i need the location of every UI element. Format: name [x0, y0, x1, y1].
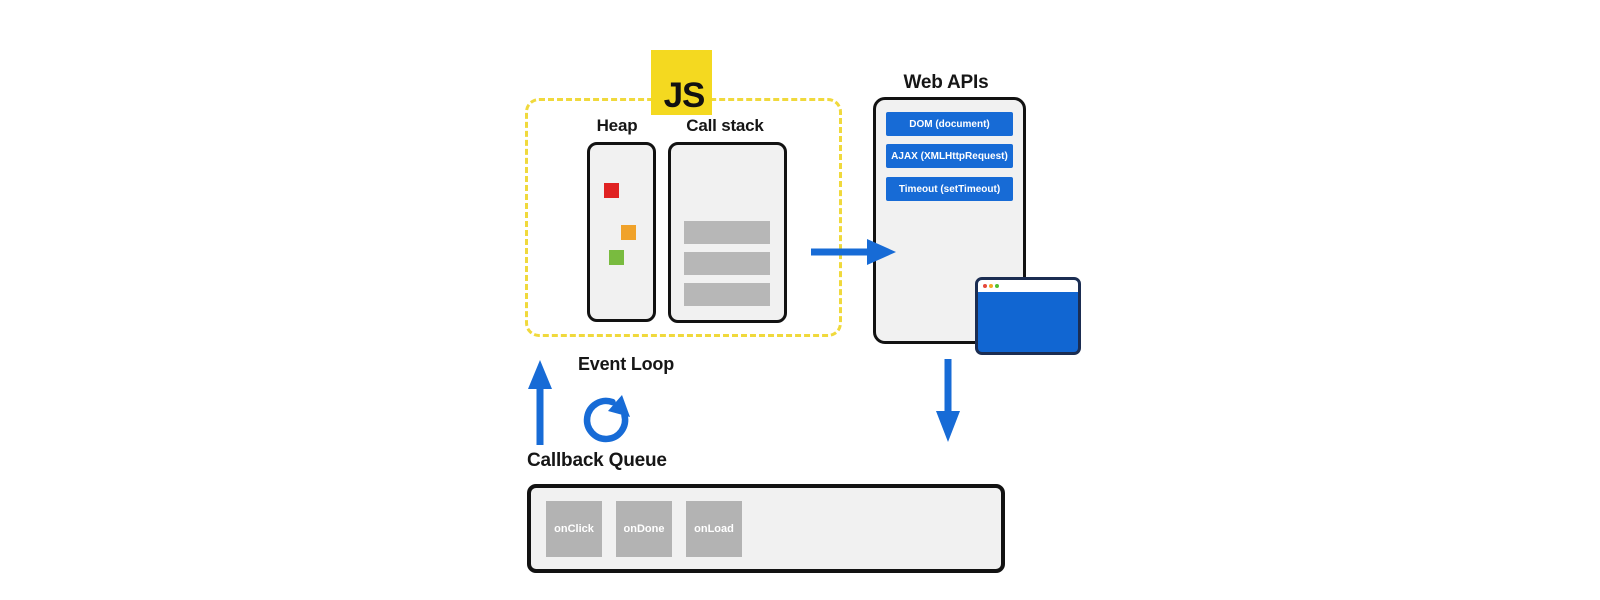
callback-queue-label: Callback Queue: [527, 450, 667, 471]
stack-frame: [684, 252, 770, 275]
web-api-item-label: DOM (document): [909, 118, 990, 130]
window-maximize-dot-icon: [995, 284, 999, 288]
heap-object-green: [609, 250, 624, 265]
window-minimize-dot-icon: [989, 284, 993, 288]
web-api-item-label: Timeout (setTimeout): [898, 183, 1001, 195]
callback-queue-box: onClick onDone onLoad: [527, 484, 1005, 573]
web-api-item: AJAX (XMLHttpRequest): [886, 144, 1013, 168]
js-logo: JS: [651, 50, 712, 115]
js-logo-text: JS: [663, 75, 706, 115]
heap-object-orange: [621, 225, 636, 240]
window-controls-icon: [978, 280, 1078, 292]
web-api-item: DOM (document): [886, 112, 1013, 136]
arrow-up-icon: [528, 360, 552, 445]
web-api-item-label: AJAX (XMLHttpRequest): [891, 150, 1008, 162]
callback-queue-item-label: onLoad: [694, 523, 734, 535]
web-api-item: Timeout (setTimeout): [886, 177, 1013, 201]
call-stack-label: Call stack: [686, 116, 764, 135]
window-close-dot-icon: [983, 284, 987, 288]
stack-frame: [684, 283, 770, 306]
callback-queue-item: onLoad: [686, 501, 742, 557]
heap-object-red: [604, 183, 619, 198]
event-loop-label: Event Loop: [578, 354, 674, 374]
heap-label: Heap: [596, 116, 638, 135]
event-loop-cycle-icon: [583, 395, 630, 443]
browser-window-icon: [975, 277, 1081, 355]
callback-queue-item-label: onClick: [554, 523, 594, 535]
callback-queue-item-label: onDone: [623, 523, 665, 535]
callback-queue-item: onDone: [616, 501, 672, 557]
arrow-right-icon: [811, 239, 896, 265]
arrow-down-icon: [936, 359, 960, 442]
call-stack-box: [668, 142, 787, 323]
callback-queue-item: onClick: [546, 501, 602, 557]
web-apis-label: Web APIs: [903, 72, 989, 93]
stack-frame: [684, 221, 770, 244]
heap-box: [587, 142, 656, 322]
